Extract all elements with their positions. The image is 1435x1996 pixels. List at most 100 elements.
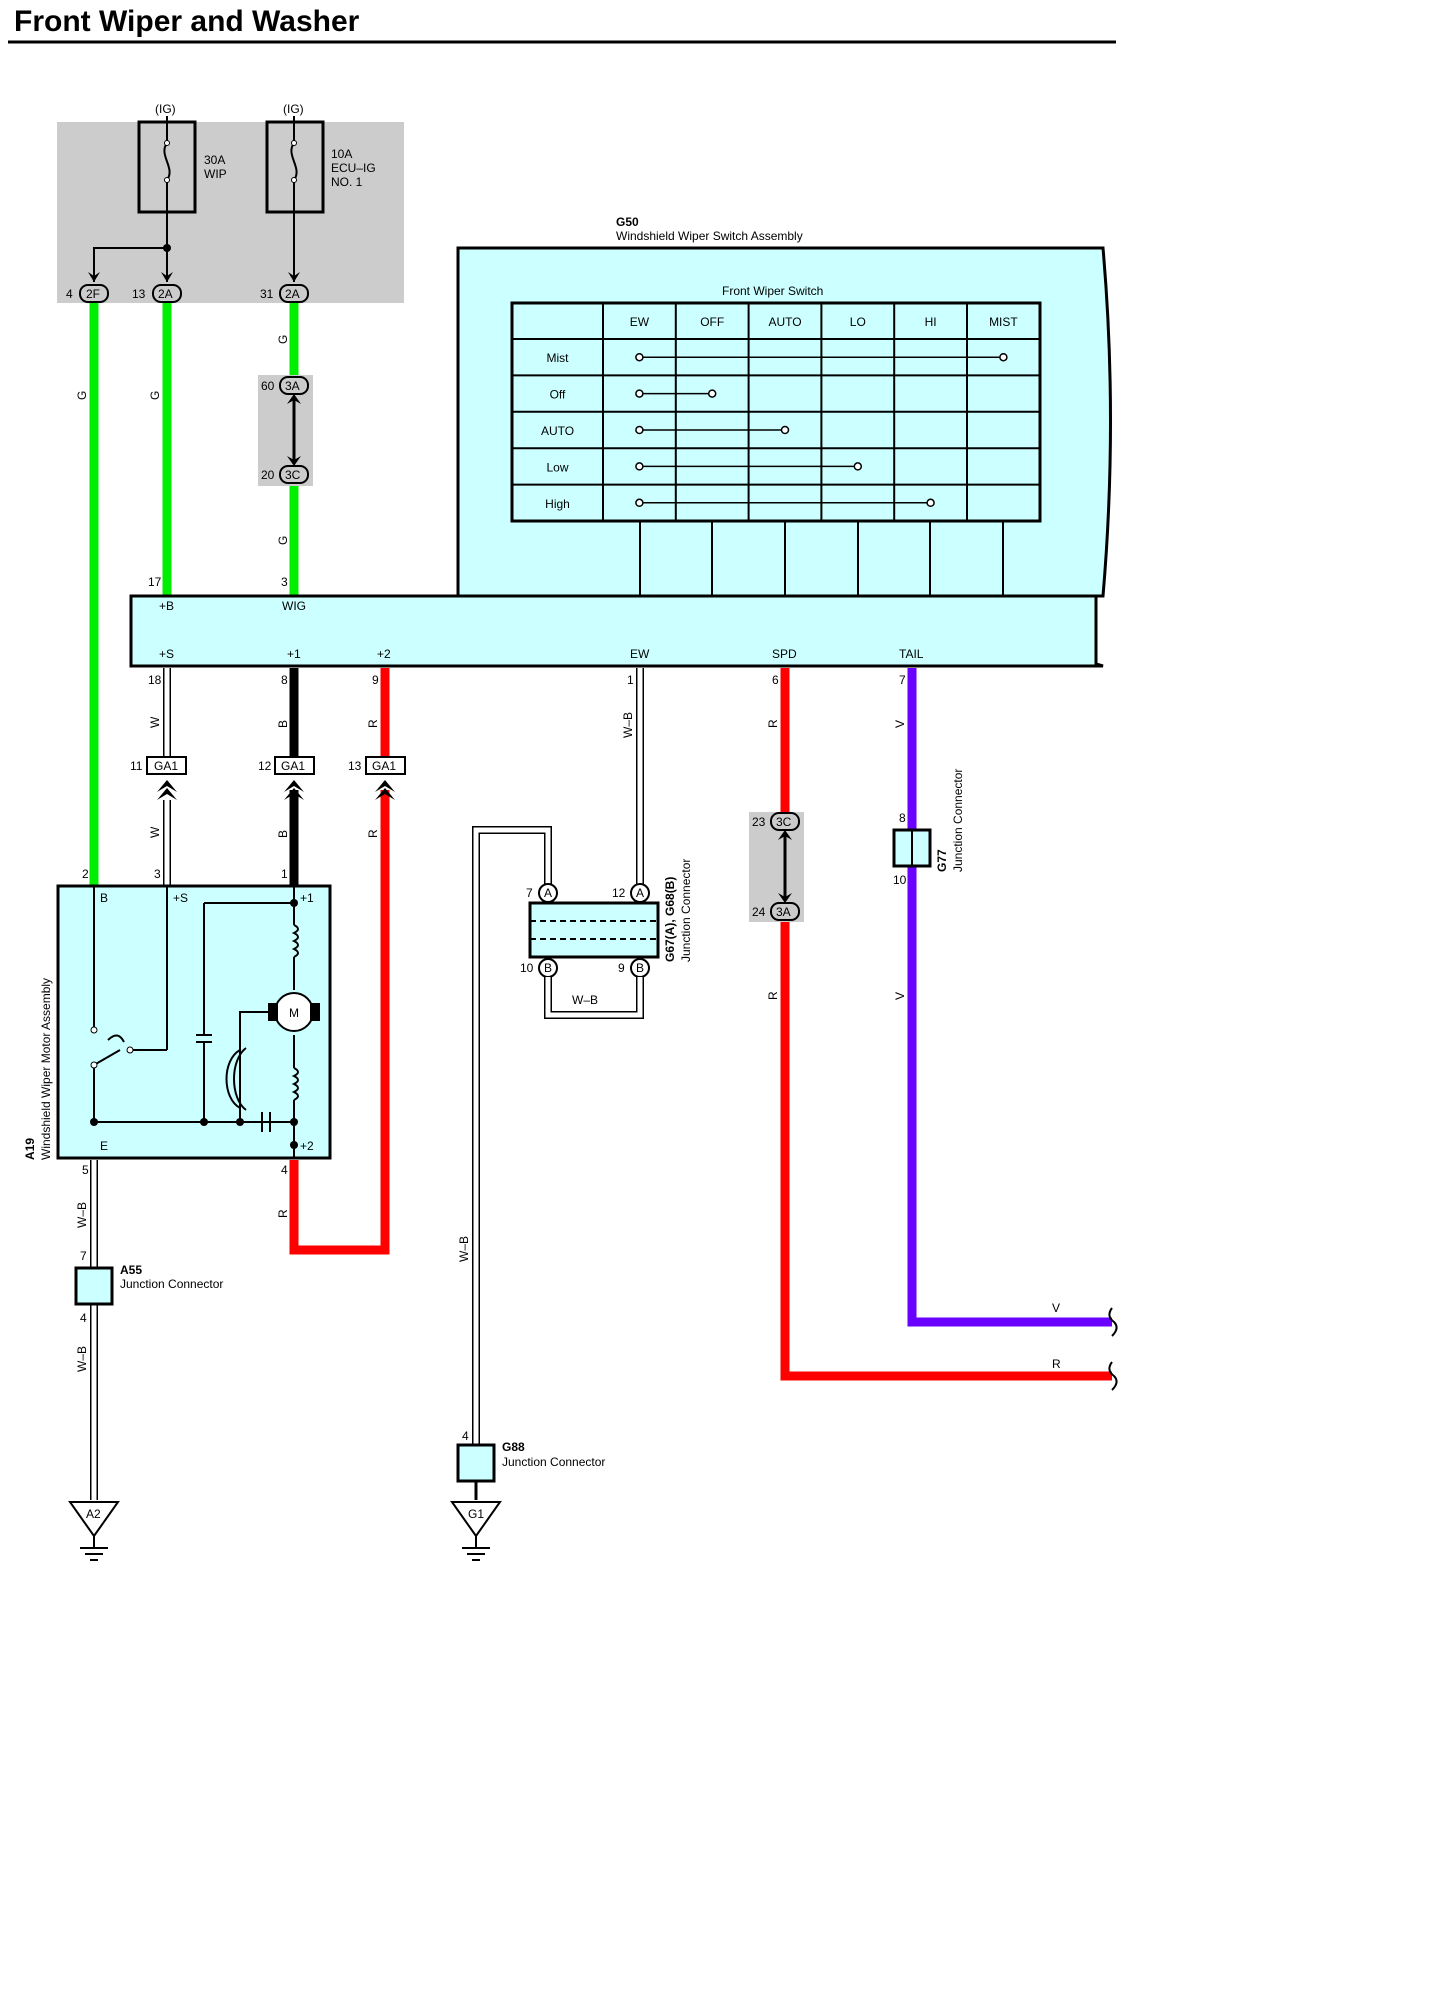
wire-wb-g88: [473, 827, 551, 1445]
pin-12: 12: [612, 886, 626, 900]
ig-label-1: (IG): [155, 102, 176, 116]
fuse1-rating: 30A: [204, 153, 225, 167]
connector-3c: 3C: [285, 468, 301, 482]
switch-contact-point: [635, 462, 644, 471]
pin-31: 31: [260, 287, 274, 301]
pin-label-spd: SPD: [772, 647, 797, 661]
switch-row-label: Off: [550, 388, 566, 402]
switch-contact-point: [635, 389, 644, 398]
pin-9: 9: [372, 673, 379, 687]
switch-contact-point: [707, 389, 717, 398]
fuse-block: (IG) (IG) 30A WIP 10A ECU–IG NO. 1 2F: [57, 102, 404, 303]
switch-table-title: Front Wiper Switch: [722, 284, 823, 298]
pin-60: 60: [261, 379, 275, 393]
pin-4: 4: [66, 287, 73, 301]
ground-icon: [450, 1501, 502, 1538]
switch-contact-point: [635, 498, 644, 508]
pin-1: 1: [627, 673, 634, 687]
switch-row-label: Low: [546, 460, 568, 474]
wire-label: W: [148, 716, 162, 728]
wire-label: V: [893, 720, 907, 728]
switch-row-label: High: [545, 497, 570, 511]
pin-label-plus-2: +2: [377, 647, 391, 661]
junction-code-a: A: [544, 886, 552, 900]
ig-label-2: (IG): [283, 102, 304, 116]
wire-label: G: [148, 391, 162, 400]
pin-10: 10: [520, 961, 534, 975]
switch-column-header: EW: [630, 315, 650, 329]
switch-column-header: LO: [850, 315, 866, 329]
wire-label: R: [1052, 1357, 1061, 1371]
ground-label: A2: [86, 1507, 101, 1521]
motor-label-b: B: [100, 891, 108, 905]
pin-7: 7: [899, 673, 906, 687]
wire-label: W–B: [75, 1346, 89, 1372]
switch-name: Windshield Wiper Switch Assembly: [616, 229, 803, 243]
page-title: Front Wiper and Washer: [14, 5, 360, 38]
pin-7: 7: [80, 1249, 87, 1263]
motor-label-plus-2: +2: [300, 1139, 314, 1153]
wire-label: V: [1052, 1301, 1060, 1315]
pin-3: 3: [154, 867, 161, 881]
junction-id: G88: [502, 1440, 525, 1454]
pin-4: 4: [462, 1429, 469, 1443]
switch-row-label: AUTO: [541, 424, 574, 438]
coil-icon: [291, 924, 299, 958]
wire-label: W–B: [572, 993, 598, 1007]
switch-contact-point: [780, 425, 790, 435]
wire-label: R: [766, 991, 780, 1000]
switch-contact-point: [635, 352, 644, 362]
wire-break-icon: [1108, 1361, 1118, 1391]
pin-6: 6: [772, 673, 779, 687]
pin-label-plus-b: +B: [159, 599, 174, 613]
junction-name: Junction Connector: [951, 769, 965, 872]
connector-2a: 2A: [158, 287, 173, 301]
wire-label: R: [276, 1209, 290, 1218]
pin-9: 9: [618, 961, 625, 975]
pin-3: 3: [281, 575, 288, 589]
fuse2-rating: 10A: [331, 147, 352, 161]
ground-label: G1: [468, 1507, 484, 1521]
pin-18: 18: [148, 673, 162, 687]
connector-ga1: GA1: [372, 759, 396, 773]
junction-g88: 4 G88 Junction Connector: [456, 1429, 605, 1483]
pin-label-wig: WIG: [282, 599, 306, 613]
wire-label: R: [766, 719, 780, 728]
fuse-icon: [163, 142, 171, 181]
pin-7: 7: [526, 886, 533, 900]
switch-contact-point: [999, 352, 1008, 362]
coil-icon: [291, 1067, 299, 1101]
wire-label: V: [893, 992, 907, 1000]
pin-23: 23: [752, 815, 766, 829]
junction-id: G77: [935, 849, 949, 872]
pin-5: 5: [82, 1163, 89, 1177]
pin-11: 11: [130, 759, 143, 773]
wire-label: W–B: [621, 712, 635, 738]
motor-label-e: E: [100, 1139, 108, 1153]
junction-code-b: B: [544, 961, 552, 975]
junction-name: Junction Connector: [502, 1455, 605, 1469]
junction-name: Junction Connector: [120, 1277, 223, 1291]
connector-3a: 3A: [776, 905, 791, 919]
junction-id: A55: [120, 1263, 142, 1277]
pin-8: 8: [281, 673, 288, 687]
junction-g67-g68: A A B B 7 12 10 9 W–B G67(A), G68(B) Jun…: [520, 859, 693, 1019]
switch-column-header: OFF: [700, 315, 724, 329]
wiper-switch-assembly: G50 Windshield Wiper Switch Assembly Fro…: [129, 215, 1112, 687]
ground-a2: A2: [68, 1501, 120, 1561]
junction-code-a: A: [636, 886, 644, 900]
pin-4: 4: [80, 1311, 87, 1325]
pin-label-ew: EW: [630, 647, 650, 661]
switch-contact-point: [853, 462, 863, 471]
connector-3a-3c: 3A 60 3C 20: [258, 375, 313, 486]
pin-12: 12: [258, 759, 272, 773]
switch-column-header: AUTO: [768, 315, 801, 329]
pin-13: 13: [348, 759, 362, 773]
junction-g77: 8 10 G77 Junction Connector: [892, 769, 965, 887]
pin-17: 17: [148, 575, 162, 589]
pin-label-plus-s: +S: [159, 647, 174, 661]
motor-label-plus-1: +1: [300, 891, 314, 905]
pin-4: 4: [281, 1163, 288, 1177]
motor-name: Windshield Wiper Motor Assembly: [39, 978, 53, 1160]
pin-13: 13: [132, 287, 146, 301]
